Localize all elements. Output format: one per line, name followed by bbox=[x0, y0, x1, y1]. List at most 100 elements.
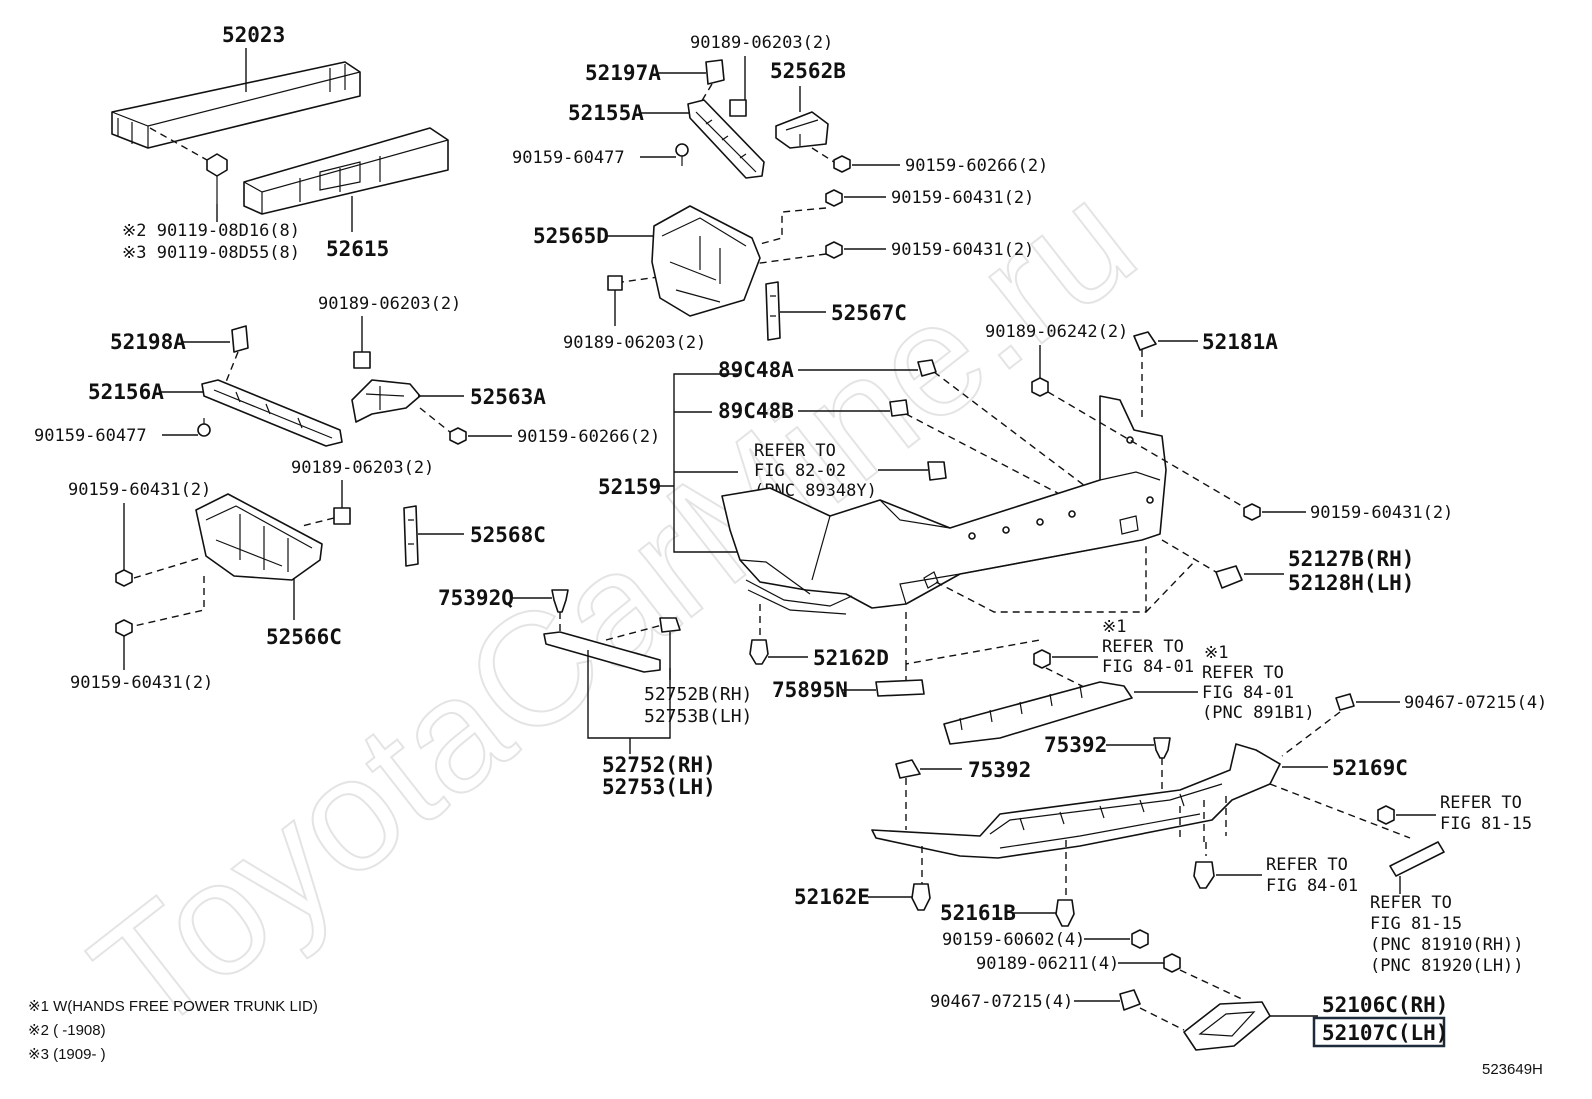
label-refer-8401b-2[interactable]: FIG 84-01 bbox=[1202, 683, 1294, 703]
label-52156A[interactable]: 52156A bbox=[88, 380, 164, 404]
label-refer-8202-2[interactable]: FIG 82-02 bbox=[754, 461, 846, 481]
label-52753B[interactable]: 52753B(LH) bbox=[644, 706, 752, 727]
label-52169C[interactable]: 52169C bbox=[1332, 756, 1408, 780]
clip-75392-a-icon bbox=[1153, 737, 1171, 759]
label-refer-8115b-4[interactable]: (PNC 81920(LH)) bbox=[1370, 956, 1524, 976]
label-52753[interactable]: 52753(LH) bbox=[602, 775, 716, 799]
label-89C48B[interactable]: 89C48B bbox=[718, 399, 794, 423]
label-52159[interactable]: 52159 bbox=[598, 475, 661, 499]
label-90189-06211[interactable]: 90189-06211(4) bbox=[976, 954, 1119, 974]
label-90119-08D16[interactable]: ※2 90119-08D16(8) bbox=[122, 221, 300, 241]
label-52162D[interactable]: 52162D bbox=[813, 646, 889, 670]
part-52156A-retainer bbox=[201, 379, 343, 447]
dash-52198A bbox=[225, 351, 239, 383]
label-refer-8115b-1[interactable]: REFER TO bbox=[1370, 893, 1452, 913]
label-90467-07215-top[interactable]: 90467-07215(4) bbox=[1404, 693, 1547, 713]
label-52752B[interactable]: 52752B(RH) bbox=[644, 684, 752, 705]
note-1: ※1 W(HANDS FREE POWER TRUNK LID) bbox=[28, 998, 318, 1015]
label-90159-60266-top[interactable]: 90159-60266(2) bbox=[905, 156, 1048, 176]
label-52162E[interactable]: 52162E bbox=[794, 885, 870, 909]
label-90189-06203-left[interactable]: 90189-06203(2) bbox=[318, 294, 461, 314]
label-52161B[interactable]: 52161B bbox=[940, 901, 1016, 925]
label-52127B[interactable]: 52127B(RH) bbox=[1288, 547, 1414, 571]
clip-90467-07215-bot-icon bbox=[1119, 989, 1141, 1011]
label-refer-8401a-1[interactable]: REFER TO bbox=[1102, 637, 1184, 657]
dash-75895N bbox=[905, 612, 1041, 680]
label-52567C[interactable]: 52567C bbox=[831, 301, 907, 325]
label-90159-60431-a[interactable]: 90159-60431(2) bbox=[891, 188, 1034, 208]
clip-52198A-icon bbox=[231, 325, 249, 353]
label-90467-07215-bot[interactable]: 90467-07215(4) bbox=[930, 992, 1073, 1012]
label-refer-8401a-0[interactable]: ※1 bbox=[1102, 617, 1126, 637]
label-refer-8202-1[interactable]: REFER TO bbox=[754, 441, 836, 461]
label-75392-a[interactable]: 75392 bbox=[1044, 733, 1107, 757]
screw-90159-60602-icon bbox=[1131, 929, 1149, 949]
label-90159-60431-d[interactable]: 90159-60431(2) bbox=[70, 673, 213, 693]
label-52752[interactable]: 52752(RH) bbox=[602, 753, 716, 777]
dash-60266-left bbox=[419, 407, 451, 433]
label-refer-8115a-2[interactable]: FIG 81-15 bbox=[1440, 814, 1532, 834]
clip-90189-06203-left-icon bbox=[353, 351, 371, 369]
clip-52162D-icon bbox=[749, 639, 769, 665]
label-90159-60431-e[interactable]: 90159-60431(2) bbox=[1310, 503, 1453, 523]
label-52562B[interactable]: 52562B bbox=[770, 59, 846, 83]
clip-75392-b-icon bbox=[895, 759, 921, 779]
label-52107C[interactable]: 52107C(LH) bbox=[1322, 1021, 1448, 1045]
clip-refer-8401c-icon bbox=[1193, 861, 1215, 889]
screw-90159-60266-left-icon bbox=[449, 427, 467, 445]
bracket-89348Y-icon bbox=[927, 461, 947, 481]
part-52155A-retainer bbox=[687, 99, 765, 179]
label-refer-8401c-2[interactable]: FIG 84-01 bbox=[1266, 876, 1358, 896]
clip-90189-06203-left2-icon bbox=[333, 507, 351, 525]
label-52197A[interactable]: 52197A bbox=[585, 61, 661, 85]
label-90189-06242[interactable]: 90189-06242(2) bbox=[985, 322, 1128, 342]
part-52023-reinforcement bbox=[111, 61, 361, 149]
label-90159-60602[interactable]: 90159-60602(4) bbox=[942, 930, 1085, 950]
label-refer-8401b-0[interactable]: ※1 bbox=[1204, 643, 1228, 663]
label-90119-08D55[interactable]: ※3 90119-08D55(8) bbox=[122, 243, 300, 263]
clip-90467-07215-top-icon bbox=[1335, 693, 1355, 711]
part-52567C-strip bbox=[765, 281, 781, 341]
clip-52162E-icon bbox=[911, 883, 931, 911]
clip-89C48B-icon bbox=[889, 399, 909, 417]
bolt-90159-60431-e-icon bbox=[1243, 503, 1261, 521]
label-90189-06203-top[interactable]: 90189-06203(2) bbox=[690, 33, 833, 53]
label-52198A[interactable]: 52198A bbox=[110, 330, 186, 354]
label-52106C[interactable]: 52106C(RH) bbox=[1322, 993, 1448, 1017]
label-refer-8401b-3[interactable]: (PNC 891B1) bbox=[1202, 703, 1315, 723]
label-90159-60266-left[interactable]: 90159-60266(2) bbox=[517, 427, 660, 447]
part-52159-bumper-cover bbox=[721, 395, 1167, 615]
label-75895N[interactable]: 75895N bbox=[772, 678, 848, 702]
part-52568C-strip bbox=[403, 505, 419, 567]
label-90189-06203-mid[interactable]: 90189-06203(2) bbox=[563, 333, 706, 353]
label-90159-60477-top[interactable]: 90159-60477 bbox=[512, 148, 625, 168]
label-52563A[interactable]: 52563A bbox=[470, 385, 546, 409]
label-89C48A[interactable]: 89C48A bbox=[718, 358, 794, 382]
label-52181A[interactable]: 52181A bbox=[1202, 330, 1278, 354]
label-90189-06203-left2[interactable]: 90189-06203(2) bbox=[291, 458, 434, 478]
label-52023[interactable]: 52023 bbox=[222, 23, 285, 47]
clip-89C48A-icon bbox=[917, 359, 937, 377]
part-52107C-exhaust-trim bbox=[1183, 1001, 1271, 1051]
label-refer-8401b-1[interactable]: REFER TO bbox=[1202, 663, 1284, 683]
label-refer-8115b-2[interactable]: FIG 81-15 bbox=[1370, 914, 1462, 934]
label-90159-60431-b[interactable]: 90159-60431(2) bbox=[891, 240, 1034, 260]
label-52565D[interactable]: 52565D bbox=[533, 224, 609, 248]
label-52566C[interactable]: 52566C bbox=[266, 625, 342, 649]
label-75392Q[interactable]: 75392Q bbox=[438, 586, 514, 610]
label-refer-8115b-3[interactable]: (PNC 81910(RH)) bbox=[1370, 935, 1524, 955]
dash-90467-bot bbox=[1139, 1007, 1185, 1031]
label-52568C[interactable]: 52568C bbox=[470, 523, 546, 547]
label-refer-8401c-1[interactable]: REFER TO bbox=[1266, 855, 1348, 875]
label-75392-b[interactable]: 75392 bbox=[968, 758, 1031, 782]
note-2: ※2 ( -1908) bbox=[28, 1022, 106, 1039]
label-90159-60431-c[interactable]: 90159-60431(2) bbox=[68, 480, 211, 500]
label-90159-60477-left[interactable]: 90159-60477 bbox=[34, 426, 147, 446]
label-52155A[interactable]: 52155A bbox=[568, 101, 644, 125]
label-52615[interactable]: 52615 bbox=[326, 237, 389, 261]
part-81910-reflector-icon bbox=[1389, 841, 1445, 877]
label-52128H[interactable]: 52128H(LH) bbox=[1288, 571, 1414, 595]
clip-75392Q-icon bbox=[551, 589, 569, 613]
label-refer-8115a-1[interactable]: REFER TO bbox=[1440, 793, 1522, 813]
label-refer-8401a-2[interactable]: FIG 84-01 bbox=[1102, 657, 1194, 677]
